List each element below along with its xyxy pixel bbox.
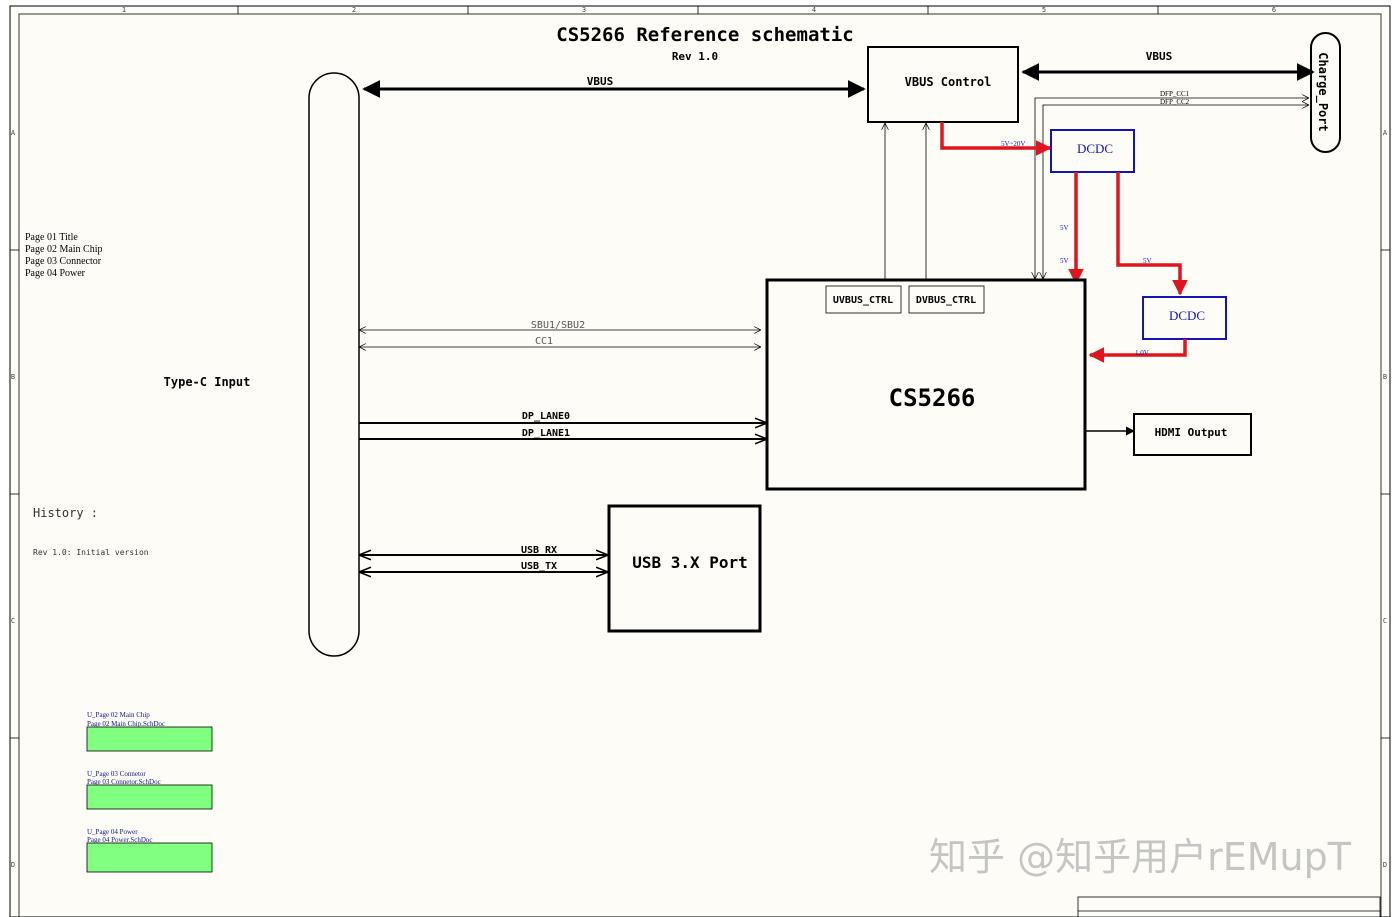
hdmi-output-label: HDMI Output: [1155, 426, 1228, 439]
grid-row-b-right: B: [1383, 373, 1387, 381]
uvbus-ctrl-port: [825, 285, 902, 314]
page-index-item: Page 03 Connector: [25, 256, 102, 267]
watermark: 知乎 @知乎用户rEMupT: [929, 835, 1352, 879]
sbu-label: SBU1/SBU2: [531, 320, 585, 331]
v-5a-label: 5V: [1060, 224, 1069, 232]
inner-border: [18, 13, 1382, 917]
power-path-dcdc1-to-dcdc2: [1116, 172, 1188, 296]
usb-rx-label: USB_RX: [521, 545, 557, 556]
typec-connector: [308, 72, 360, 657]
sheet-symbol-file: Page 04 Power.SchDoc: [87, 836, 153, 844]
uvbus-ctrl-label: UVBUS_CTRL: [833, 295, 893, 306]
grid-row-c-right: C: [1383, 617, 1387, 625]
dvbus-ctrl-port: [908, 285, 985, 314]
vbus-control-block: [867, 46, 1019, 123]
sheet-symbol-file: Page 03 Connetor.SchDoc: [87, 778, 161, 786]
v-1v-label: 1.0V: [1135, 349, 1149, 357]
power-path-dcdc2-to-chip: [1088, 339, 1187, 363]
dvbus-ctrl-label: DVBUS_CTRL: [916, 295, 976, 306]
typec-label: Type-C Input: [164, 375, 251, 389]
vbus-control-label: VBUS Control: [905, 75, 992, 89]
v-5b-label: 5V: [1060, 257, 1069, 265]
v-5-20-label: 5V~20V: [1001, 140, 1025, 148]
history-heading: History :: [33, 506, 98, 520]
dfp-cc2-label: DFP_CC2: [1160, 98, 1190, 106]
power-path-vbus-to-dcdc1: [940, 122, 1052, 156]
dcdc-1-label: DCDC: [1077, 141, 1113, 156]
page-index-item: Page 01 Title: [25, 232, 78, 243]
v-5c-label: 5V: [1143, 257, 1152, 265]
sheet-symbol-designator: U_Page 02 Main Chip: [87, 711, 150, 719]
usb-tx-label: USB_TX: [521, 561, 557, 572]
dfp-cc1-label: DFP_CC1: [1160, 90, 1190, 98]
charge-port-label: Charge_Port: [1315, 52, 1330, 131]
cc1-label: CC1: [535, 336, 553, 347]
grid-row-c-left: C: [11, 617, 15, 625]
dcdc-2-label: DCDC: [1169, 308, 1205, 323]
grid-row-a-left: A: [11, 129, 16, 137]
cs5266-chip-label: CS5266: [889, 384, 976, 412]
grid-dividers: [10, 6, 1390, 739]
schematic-title: CS5266 Reference schematic: [556, 24, 853, 46]
grid-row-d-left: D: [11, 861, 15, 869]
sheet-symbol-file: Page 02 Main Chip.SchDoc: [87, 720, 165, 728]
grid-col-3: 3: [582, 6, 586, 14]
grid-row-b-left: B: [11, 373, 15, 381]
usb-port-label: USB 3.X Port: [632, 553, 748, 572]
sheet-symbol-designator: U_Page 04 Power: [87, 828, 138, 836]
grid-row-a-right: A: [1383, 129, 1388, 137]
cs5266-chip-block: [765, 278, 1087, 491]
charge-port-connector: [1310, 32, 1341, 153]
sheet-symbol-connector[interactable]: [86, 784, 213, 810]
sheet-symbol-power[interactable]: [86, 842, 213, 873]
history-entry: Rev 1.0: Initial version: [33, 548, 149, 557]
dcdc-block-2: [1142, 296, 1227, 340]
title-block-corner: [1077, 896, 1381, 917]
sheet-symbol-main-chip[interactable]: [86, 726, 213, 752]
vbus-right-label: VBUS: [1146, 50, 1173, 63]
grid-col-5: 5: [1042, 6, 1046, 14]
grid-col-1: 1: [122, 6, 126, 14]
grid-row-d-right: D: [1383, 861, 1387, 869]
dp-lane1-label: DP_LANE1: [522, 428, 570, 439]
page-index-item: Page 02 Main Chip: [25, 244, 103, 255]
dfp-cc1-wire: [1035, 98, 1309, 279]
revision-label: Rev 1.0: [672, 50, 718, 63]
sheet-symbol-designator: U_Page 03 Connetor: [87, 770, 146, 778]
dp-lane0-label: DP_LANE0: [522, 411, 570, 422]
grid-col-2: 2: [352, 6, 356, 14]
dfp-cc2-wire: [1043, 105, 1309, 279]
page-index-item: Page 04 Power: [25, 268, 86, 279]
hdmi-output-block: [1133, 413, 1252, 456]
grid-col-6: 6: [1272, 6, 1276, 14]
vbus-left-label: VBUS: [587, 75, 614, 88]
drawing-area: [9, 5, 1391, 917]
usb-port-block: [607, 504, 762, 633]
dcdc-block-1: [1050, 129, 1135, 173]
grid-col-4: 4: [812, 6, 816, 14]
